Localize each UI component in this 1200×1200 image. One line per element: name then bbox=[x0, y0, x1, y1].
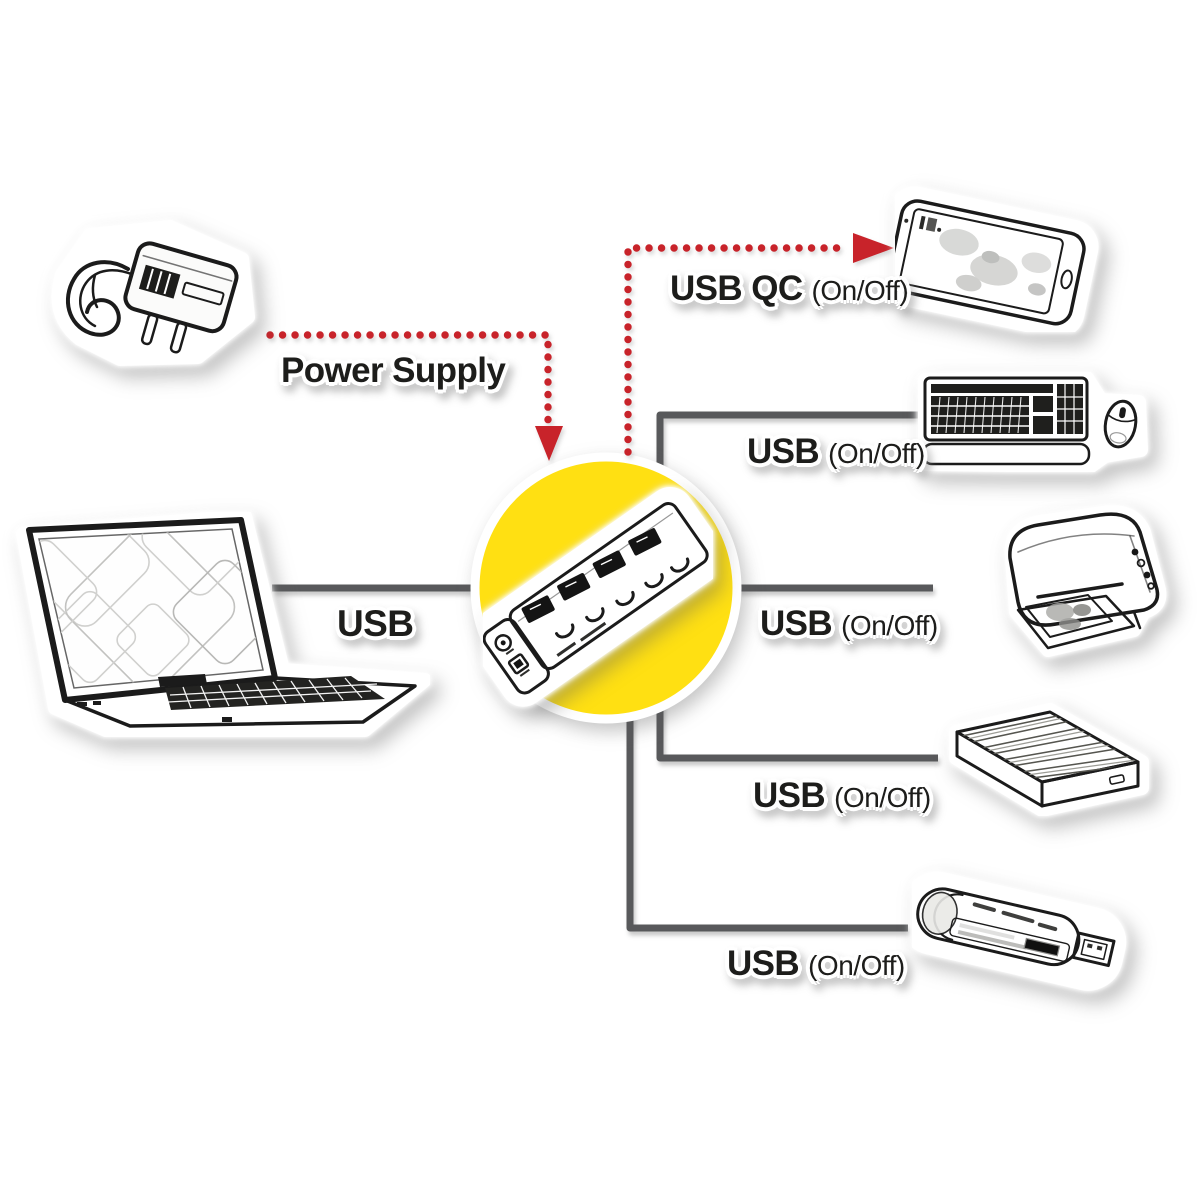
printer-usb-label-state: (On/Off) bbox=[841, 610, 938, 641]
power-arrowhead-icon bbox=[535, 426, 563, 461]
card-reader-illustration bbox=[899, 870, 1132, 1000]
keyboard-usb-label: USB (On/Off) bbox=[747, 432, 925, 472]
laptop-illustration bbox=[15, 509, 432, 742]
power-dotted-line bbox=[266, 331, 552, 428]
card-reader-icon bbox=[899, 871, 1127, 991]
smartphone-illustration bbox=[874, 182, 1105, 339]
printer-illustration bbox=[982, 500, 1172, 675]
keyboard-usb-label-main: USB bbox=[747, 432, 820, 471]
keyboard-mouse-icon bbox=[918, 371, 1148, 473]
card-reader-usb-label-main: USB bbox=[727, 944, 800, 983]
usb-qc-arrowhead-icon bbox=[853, 233, 894, 263]
usb-qc-label-state: (On/Off) bbox=[811, 275, 909, 306]
printer-usb-label: USB (On/Off) bbox=[760, 604, 938, 644]
laptop-icon bbox=[16, 509, 432, 741]
usb-qc-label-main: USB QC bbox=[670, 269, 803, 308]
hdd-usb-label: USB (On/Off) bbox=[753, 776, 931, 816]
laptop-usb-label: USB bbox=[337, 603, 414, 645]
power-adapter-illustration bbox=[48, 215, 263, 375]
usb-qc-dotted-line bbox=[624, 244, 849, 456]
hdd-usb-label-state: (On/Off) bbox=[834, 782, 931, 813]
hdd-usb-label-main: USB bbox=[753, 776, 826, 815]
printer-usb-label-main: USB bbox=[760, 604, 833, 643]
printer-icon bbox=[1004, 505, 1167, 657]
laptop-usb-label-text: USB bbox=[337, 603, 414, 644]
external-hdd-illustration bbox=[942, 696, 1162, 821]
card-reader-usb-label-state: (On/Off) bbox=[808, 950, 905, 981]
usb-qc-label: USB QC (On/Off) bbox=[670, 269, 909, 309]
usb-hub-illustration bbox=[466, 470, 727, 725]
power-supply-label-text: Power Supply bbox=[281, 351, 506, 390]
keyboard-usb-label-state: (On/Off) bbox=[828, 438, 925, 469]
smartphone-icon bbox=[874, 186, 1099, 339]
external-hdd-icon bbox=[949, 703, 1149, 817]
card-reader-usb-label: USB (On/Off) bbox=[727, 944, 905, 984]
power-supply-label: Power Supply bbox=[281, 351, 506, 391]
keyboard-mouse-illustration bbox=[915, 371, 1150, 477]
power-adapter-icon bbox=[51, 220, 255, 366]
usb-hub-icon bbox=[466, 487, 727, 707]
